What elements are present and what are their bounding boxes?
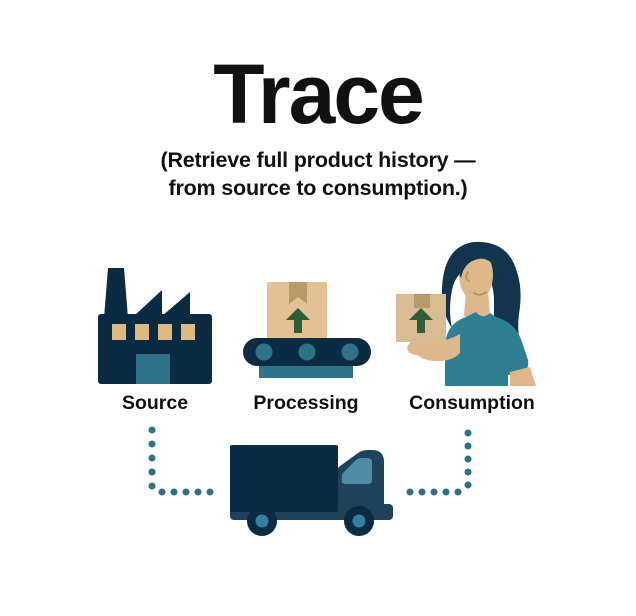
delivery-truck-icon: [224, 440, 394, 547]
subtitle-line-2: from source to consumption.): [168, 176, 468, 200]
dotted-connector-right: [404, 424, 494, 507]
stage-label-consumption: Consumption: [409, 392, 535, 414]
page-subtitle: (Retrieve full product history — from so…: [0, 146, 636, 202]
subtitle-line-1: (Retrieve full product history —: [160, 148, 476, 172]
stage-label-source: Source: [121, 392, 189, 414]
stage-label-processing: Processing: [253, 392, 359, 414]
person-holding-box-icon: [396, 230, 546, 391]
conveyor-belt-icon: [243, 270, 371, 385]
page-title: Trace: [213, 47, 425, 141]
dotted-connector-left: [140, 424, 230, 507]
factory-icon: [98, 262, 214, 391]
